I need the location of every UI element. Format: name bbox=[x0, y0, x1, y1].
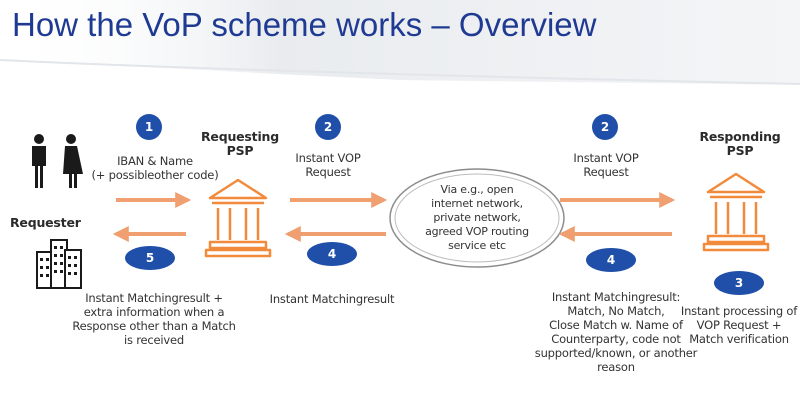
step5-label: Instant Matchingresult + extra informati… bbox=[72, 291, 236, 347]
header-swoosh bbox=[0, 0, 800, 85]
page-title: How the VoP scheme works – Overview bbox=[12, 6, 597, 43]
step4-right-label: Instant Matchingresult: Match, No Match,… bbox=[534, 290, 698, 374]
step-badge-2-left: 2 bbox=[315, 114, 341, 140]
bank-icon bbox=[204, 178, 272, 258]
people-icon bbox=[32, 134, 83, 188]
step-badge-4-left: 4 bbox=[307, 242, 357, 266]
step-badge-3: 3 bbox=[714, 271, 764, 295]
step-badge-4-right: 4 bbox=[586, 248, 636, 272]
step-badge-2-right: 2 bbox=[592, 114, 618, 140]
step-badge-1: 1 bbox=[136, 114, 162, 140]
buildings-icon bbox=[36, 239, 82, 289]
requester-label: Requester bbox=[10, 215, 81, 230]
bank-icon bbox=[702, 172, 770, 252]
responding-psp-label: Responding PSP bbox=[699, 129, 781, 158]
step2-left-label: Instant VOP Request bbox=[295, 151, 361, 179]
step-badge-5: 5 bbox=[125, 246, 175, 270]
step3-label: Instant processing of VOP Request + Matc… bbox=[680, 304, 798, 346]
requesting-psp-label: Requesting PSP bbox=[201, 129, 279, 158]
network-label: Via e.g., open internet network, private… bbox=[425, 183, 529, 252]
network-ellipse bbox=[389, 168, 565, 268]
step1-label: IBAN & Name (+ possibleother code) bbox=[91, 154, 219, 182]
step4-left-label: Instant Matchingresult bbox=[269, 292, 395, 306]
step2-right-label: Instant VOP Request bbox=[573, 151, 639, 179]
